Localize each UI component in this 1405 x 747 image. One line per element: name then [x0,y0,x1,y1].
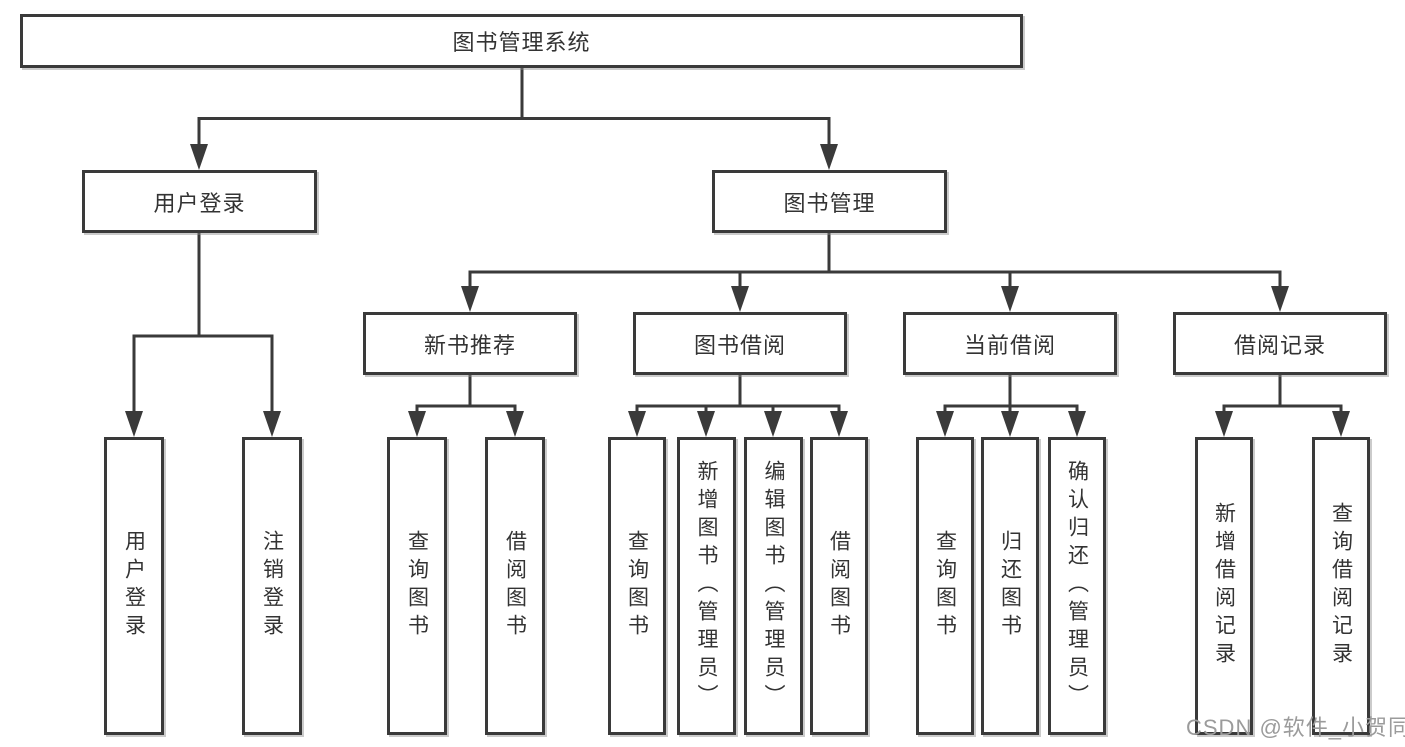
leaf-confirm-return-admin: 确认归还（管理员） [1048,437,1106,735]
leaf-query-books-current: 查询图书 [916,437,974,735]
leaf-borrow-books-recommend: 借阅图书 [485,437,545,735]
leaf-query-books-borrow: 查询图书 [608,437,666,735]
leaf-borrow-books: 借阅图书 [810,437,868,735]
node-current-borrowing: 当前借阅 [903,312,1117,375]
node-book-borrowing: 图书借阅 [633,312,847,375]
leaf-query-books-recommend: 查询图书 [387,437,447,735]
node-new-book-recommend: 新书推荐 [363,312,577,375]
leaf-add-book-admin: 新增图书（管理员） [677,437,736,735]
leaf-logout: 注销登录 [242,437,302,735]
csdn-watermark: CSDN @软件_小贺同学 [1186,715,1405,740]
leaf-add-borrow-record: 新增借阅记录 [1195,437,1253,735]
leaf-query-borrow-record: 查询借阅记录 [1312,437,1370,735]
leaf-return-book: 归还图书 [981,437,1039,735]
node-borrowing-records: 借阅记录 [1173,312,1387,375]
leaf-edit-book-admin: 编辑图书（管理员） [744,437,803,735]
node-user-login: 用户登录 [82,170,317,233]
node-library-management-system: 图书管理系统 [20,14,1023,68]
leaf-user-login: 用户登录 [104,437,164,735]
node-book-management: 图书管理 [712,170,947,233]
